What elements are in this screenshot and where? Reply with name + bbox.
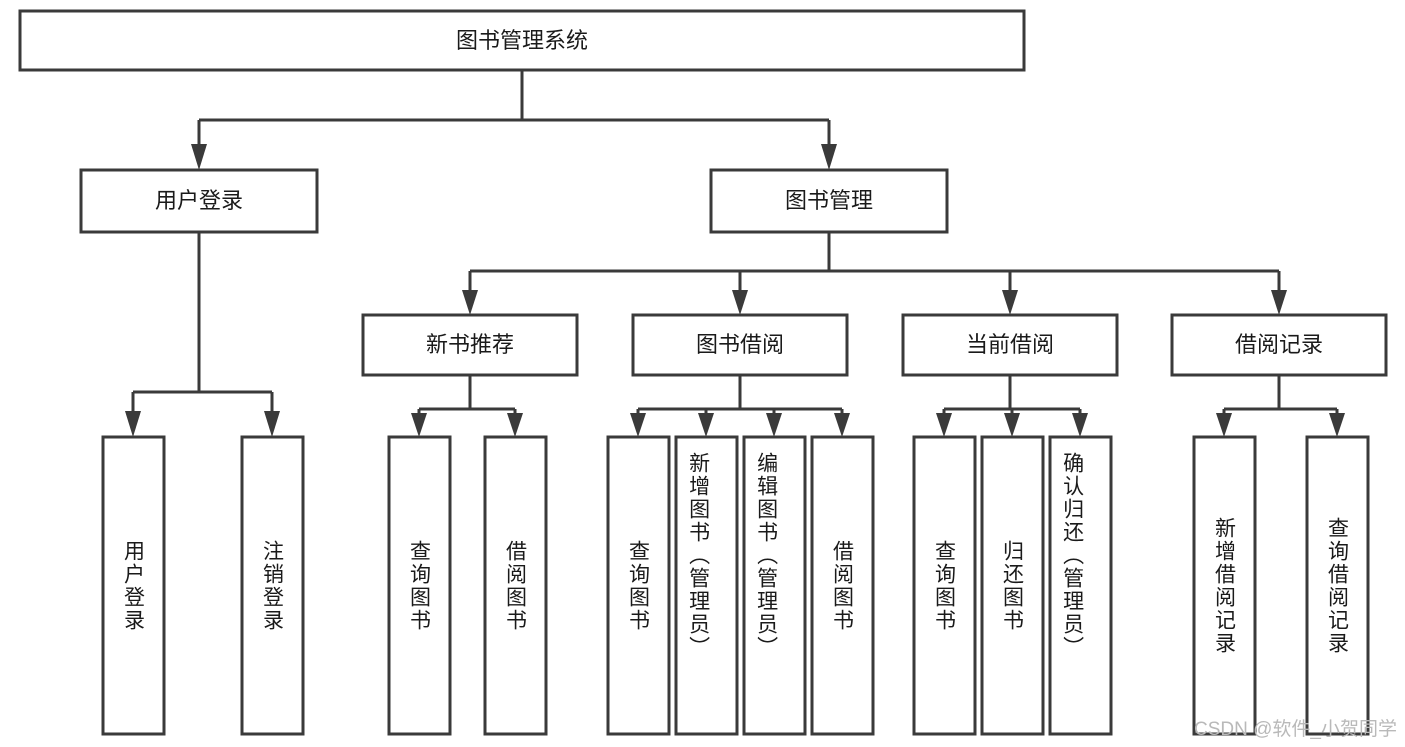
connector-group-borrow-record — [1216, 375, 1345, 437]
arrowhead-leaf-confirm-return — [1072, 413, 1088, 437]
node-leaf-return-book-box[interactable] — [980, 435, 1045, 736]
connector-group-current-borrow — [936, 375, 1088, 437]
connector-group-root — [191, 70, 837, 170]
node-leaf-borrow-book-1-box[interactable] — [483, 435, 548, 736]
csdn-watermark: CSDN @软件_小贺同学 — [1194, 719, 1397, 740]
node-current-borrow[interactable]: 当前借阅 — [901, 313, 1119, 377]
node-leaf-query-record-box[interactable] — [1305, 435, 1370, 736]
node-book-borrow-box[interactable] — [631, 313, 849, 377]
node-leaf-user-logout[interactable]: 注销登录 — [240, 435, 305, 736]
node-current-borrow-box[interactable] — [901, 313, 1119, 377]
node-leaf-confirm-return-label: 确认归还（管理员） — [1061, 452, 1085, 659]
node-book-manage[interactable]: 图书管理 — [709, 168, 949, 234]
node-leaf-user-login-box[interactable] — [101, 435, 166, 736]
connector-group-book-manage — [462, 232, 1287, 315]
node-new-book-rec-label: 新书推荐 — [426, 332, 514, 357]
node-leaf-add-book-label: 新增图书（管理员） — [687, 452, 711, 659]
node-leaf-return-book[interactable]: 归还图书 — [980, 435, 1045, 736]
arrowhead-leaf-query-book-3 — [936, 413, 952, 437]
arrowhead-record — [1271, 290, 1287, 315]
arrowhead-borrow — [732, 290, 748, 315]
node-borrow-record[interactable]: 借阅记录 — [1170, 313, 1388, 377]
node-leaf-query-book-3-box[interactable] — [912, 435, 977, 736]
node-leaf-add-book[interactable]: 新增图书（管理员） — [674, 435, 739, 736]
node-leaf-query-book-2-box[interactable] — [606, 435, 671, 736]
node-borrow-record-box[interactable] — [1170, 313, 1388, 377]
node-root[interactable]: 图书管理系统 — [18, 9, 1026, 72]
arrowhead-leaf-query-book-1 — [411, 413, 427, 437]
node-leaf-query-book-2[interactable]: 查询图书 — [606, 435, 671, 736]
node-leaf-query-record-label: 查询借阅记录 — [1326, 517, 1350, 655]
arrowhead-current — [1002, 290, 1018, 315]
node-leaf-add-record-box[interactable] — [1192, 435, 1257, 736]
node-leaf-add-record[interactable]: 新增借阅记录 — [1192, 435, 1257, 736]
node-leaf-edit-book-box[interactable] — [742, 435, 807, 736]
node-leaf-borrow-book-1-label: 借阅图书 — [504, 540, 528, 632]
arrowhead-leaf-borrow-book-1 — [507, 413, 523, 437]
node-book-borrow-label: 图书借阅 — [696, 332, 784, 357]
node-leaf-confirm-return[interactable]: 确认归还（管理员） — [1048, 435, 1113, 736]
node-leaf-add-book-box[interactable] — [674, 435, 739, 736]
arrowhead-leaf-user-login — [125, 411, 141, 437]
node-current-borrow-label: 当前借阅 — [966, 332, 1054, 357]
node-leaf-edit-book[interactable]: 编辑图书（管理员） — [742, 435, 807, 736]
node-borrow-record-label: 借阅记录 — [1235, 332, 1323, 357]
arrowhead-leaf-user-logout — [264, 411, 280, 437]
node-leaf-user-logout-label: 注销登录 — [261, 540, 285, 632]
node-leaf-borrow-book-2-box[interactable] — [810, 435, 875, 736]
node-book-borrow[interactable]: 图书借阅 — [631, 313, 849, 377]
node-leaf-confirm-return-box[interactable] — [1048, 435, 1113, 736]
node-new-book-rec[interactable]: 新书推荐 — [361, 313, 579, 377]
node-leaf-borrow-book-2[interactable]: 借阅图书 — [810, 435, 875, 736]
node-leaf-borrow-book-2-label: 借阅图书 — [831, 540, 855, 632]
node-leaf-query-record[interactable]: 查询借阅记录 — [1305, 435, 1370, 736]
arrowhead-user-login — [191, 144, 207, 170]
arrowhead-leaf-add-book — [698, 413, 714, 437]
node-user-login-box[interactable] — [79, 168, 319, 234]
node-book-manage-label: 图书管理 — [785, 188, 873, 213]
node-leaf-query-book-3-label: 查询图书 — [933, 540, 957, 632]
connector-group-new-book-rec — [411, 375, 523, 437]
connector-group-user-login — [125, 232, 280, 437]
arrowhead-leaf-query-record — [1329, 413, 1345, 437]
node-leaf-borrow-book-1[interactable]: 借阅图书 — [483, 435, 548, 736]
node-leaf-user-login[interactable]: 用户登录 — [101, 435, 166, 736]
node-leaf-edit-book-label: 编辑图书（管理员） — [755, 452, 779, 659]
arrowhead-leaf-edit-book — [766, 413, 782, 437]
node-root-box[interactable] — [18, 9, 1026, 72]
arrowhead-leaf-borrow-book-2 — [834, 413, 850, 437]
arrowhead-newbook — [462, 290, 478, 315]
node-leaf-return-book-label: 归还图书 — [1001, 540, 1025, 632]
node-leaf-query-book-2-label: 查询图书 — [627, 540, 651, 632]
connector-group-book-borrow — [630, 375, 850, 437]
node-leaf-add-record-label: 新增借阅记录 — [1213, 517, 1237, 655]
arrowhead-leaf-add-record — [1216, 413, 1232, 437]
node-leaf-query-book-3[interactable]: 查询图书 — [912, 435, 977, 736]
node-leaf-query-book-1-label: 查询图书 — [408, 540, 432, 632]
arrowhead-book-manage — [821, 144, 837, 170]
node-leaf-query-book-1-box[interactable] — [387, 435, 452, 736]
node-book-manage-box[interactable] — [709, 168, 949, 234]
arrowhead-leaf-query-book-2 — [630, 413, 646, 437]
node-leaf-user-login-label: 用户登录 — [122, 540, 146, 632]
node-root-label: 图书管理系统 — [456, 28, 588, 53]
node-user-login-label: 用户登录 — [155, 188, 243, 213]
node-leaf-query-book-1[interactable]: 查询图书 — [387, 435, 452, 736]
node-user-login[interactable]: 用户登录 — [79, 168, 319, 234]
arrowhead-leaf-return-book — [1004, 413, 1020, 437]
node-new-book-rec-box[interactable] — [361, 313, 579, 377]
node-leaf-user-logout-box[interactable] — [240, 435, 305, 736]
